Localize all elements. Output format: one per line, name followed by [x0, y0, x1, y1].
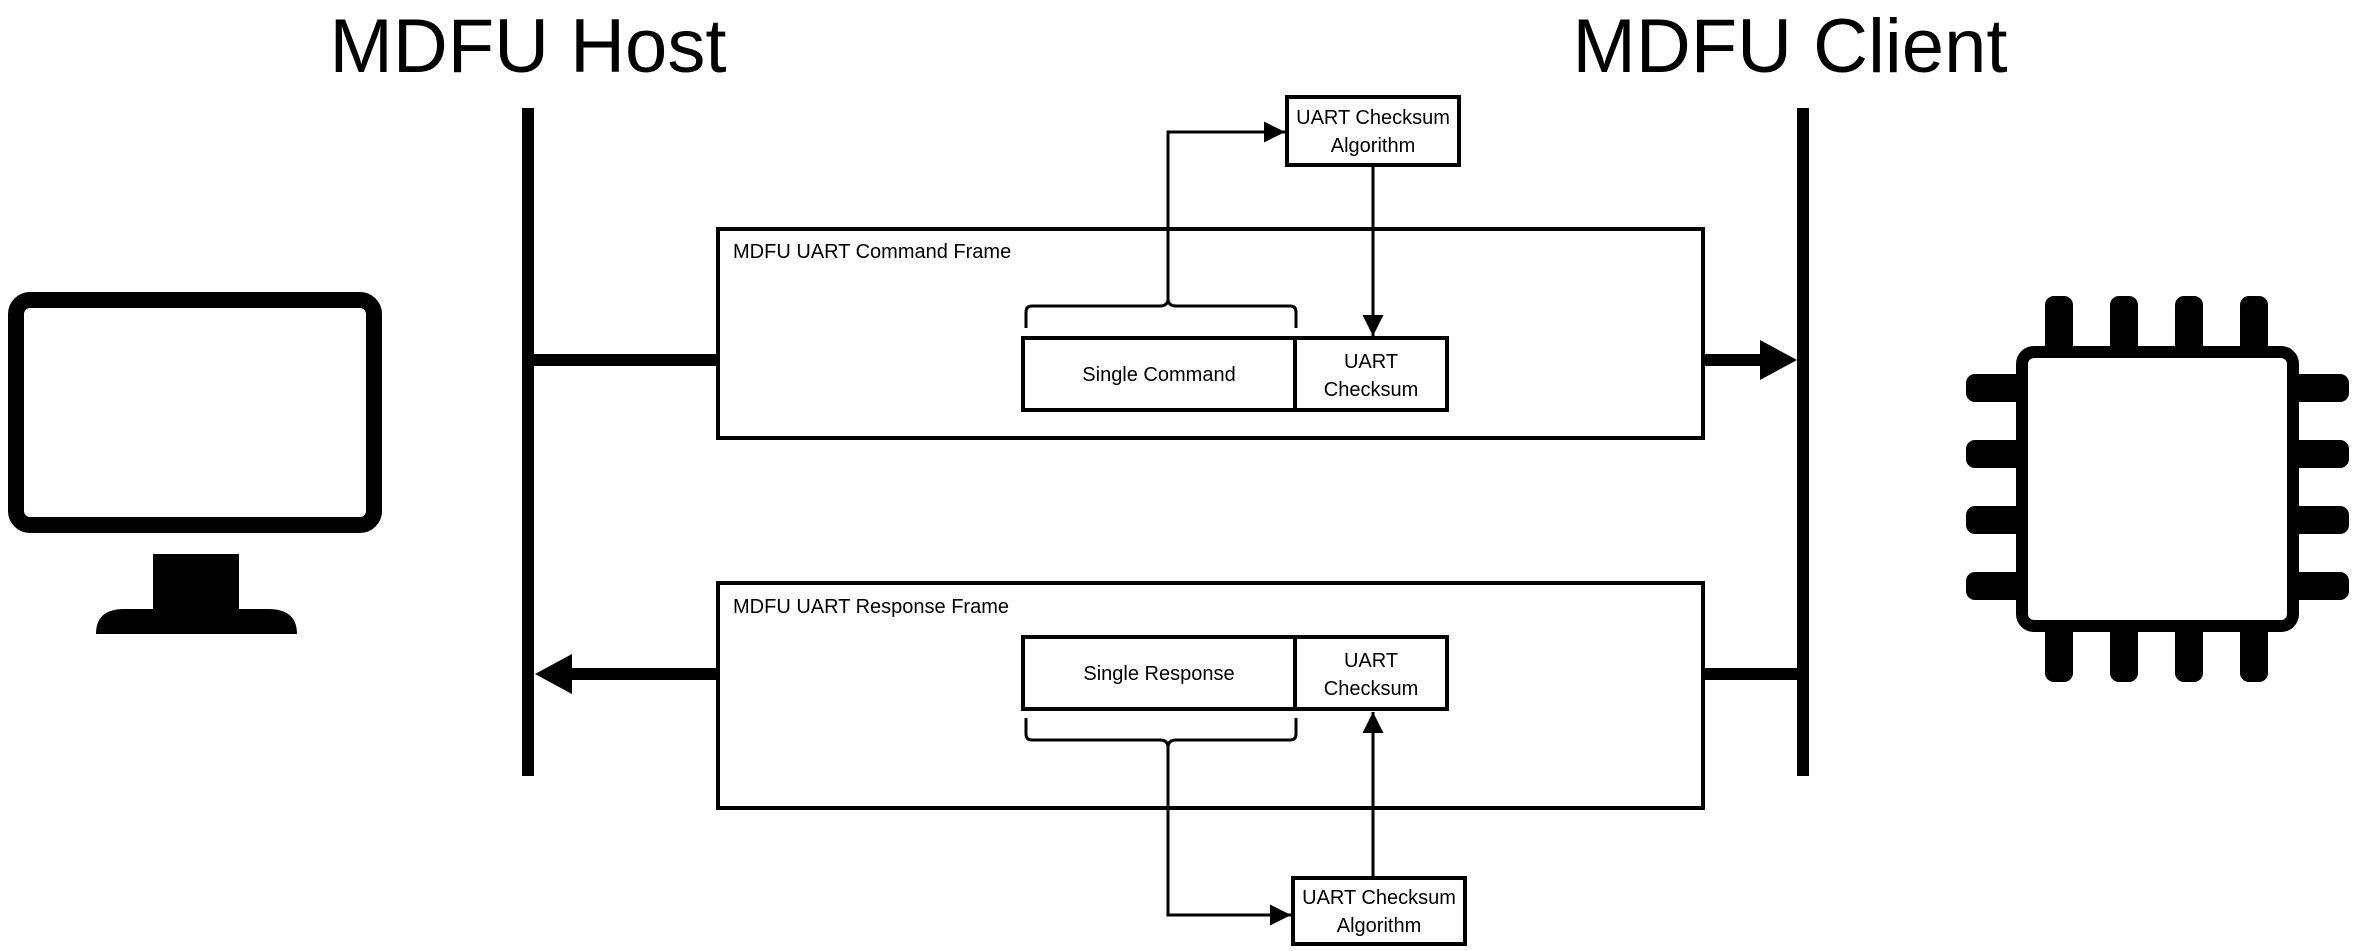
command-frame: MDFU UART Command Frame Single Command U…: [716, 227, 1705, 440]
response-arrowhead: [535, 654, 572, 694]
single-response-label: Single Response: [1083, 663, 1234, 685]
response-checksum-label-line1: UART: [1344, 650, 1398, 672]
command-frame-label: MDFU UART Command Frame: [733, 241, 1011, 263]
command-checksum-label-line1: UART: [1344, 351, 1398, 373]
command-algorithm-label-line1: UART Checksum: [1296, 107, 1450, 129]
single-command-label: Single Command: [1082, 364, 1235, 386]
response-checksum-field: [1293, 635, 1449, 711]
command-algorithm-label-line2: Algorithm: [1331, 135, 1415, 157]
response-checksum-label-line2: Checksum: [1324, 678, 1418, 700]
response-checksum-algorithm: UART Checksum Algorithm: [1291, 876, 1467, 946]
microcontroller-chip-icon: [1966, 296, 2349, 682]
host-title: MDFU Host: [330, 4, 727, 89]
command-arrowhead: [1760, 340, 1797, 380]
single-response-field: [1021, 635, 1297, 711]
response-payload-to-algorithm-arrow: [1166, 746, 1291, 926]
command-checksum-field: [1293, 336, 1449, 412]
response-algorithm-label-line2: Algorithm: [1337, 915, 1421, 937]
computer-monitor-icon: [8, 292, 382, 634]
command-payload-to-algorithm-arrow: [1166, 121, 1285, 300]
single-command-field: [1021, 336, 1297, 412]
response-frame: MDFU UART Response Frame Single Response…: [716, 581, 1705, 810]
response-algorithm-label-line1: UART Checksum: [1302, 887, 1456, 909]
response-frame-label: MDFU UART Response Frame: [733, 596, 1009, 618]
command-checksum-label-line2: Checksum: [1324, 379, 1418, 401]
client-title: MDFU Client: [1573, 4, 2008, 89]
command-checksum-algorithm: UART Checksum Algorithm: [1285, 95, 1461, 167]
